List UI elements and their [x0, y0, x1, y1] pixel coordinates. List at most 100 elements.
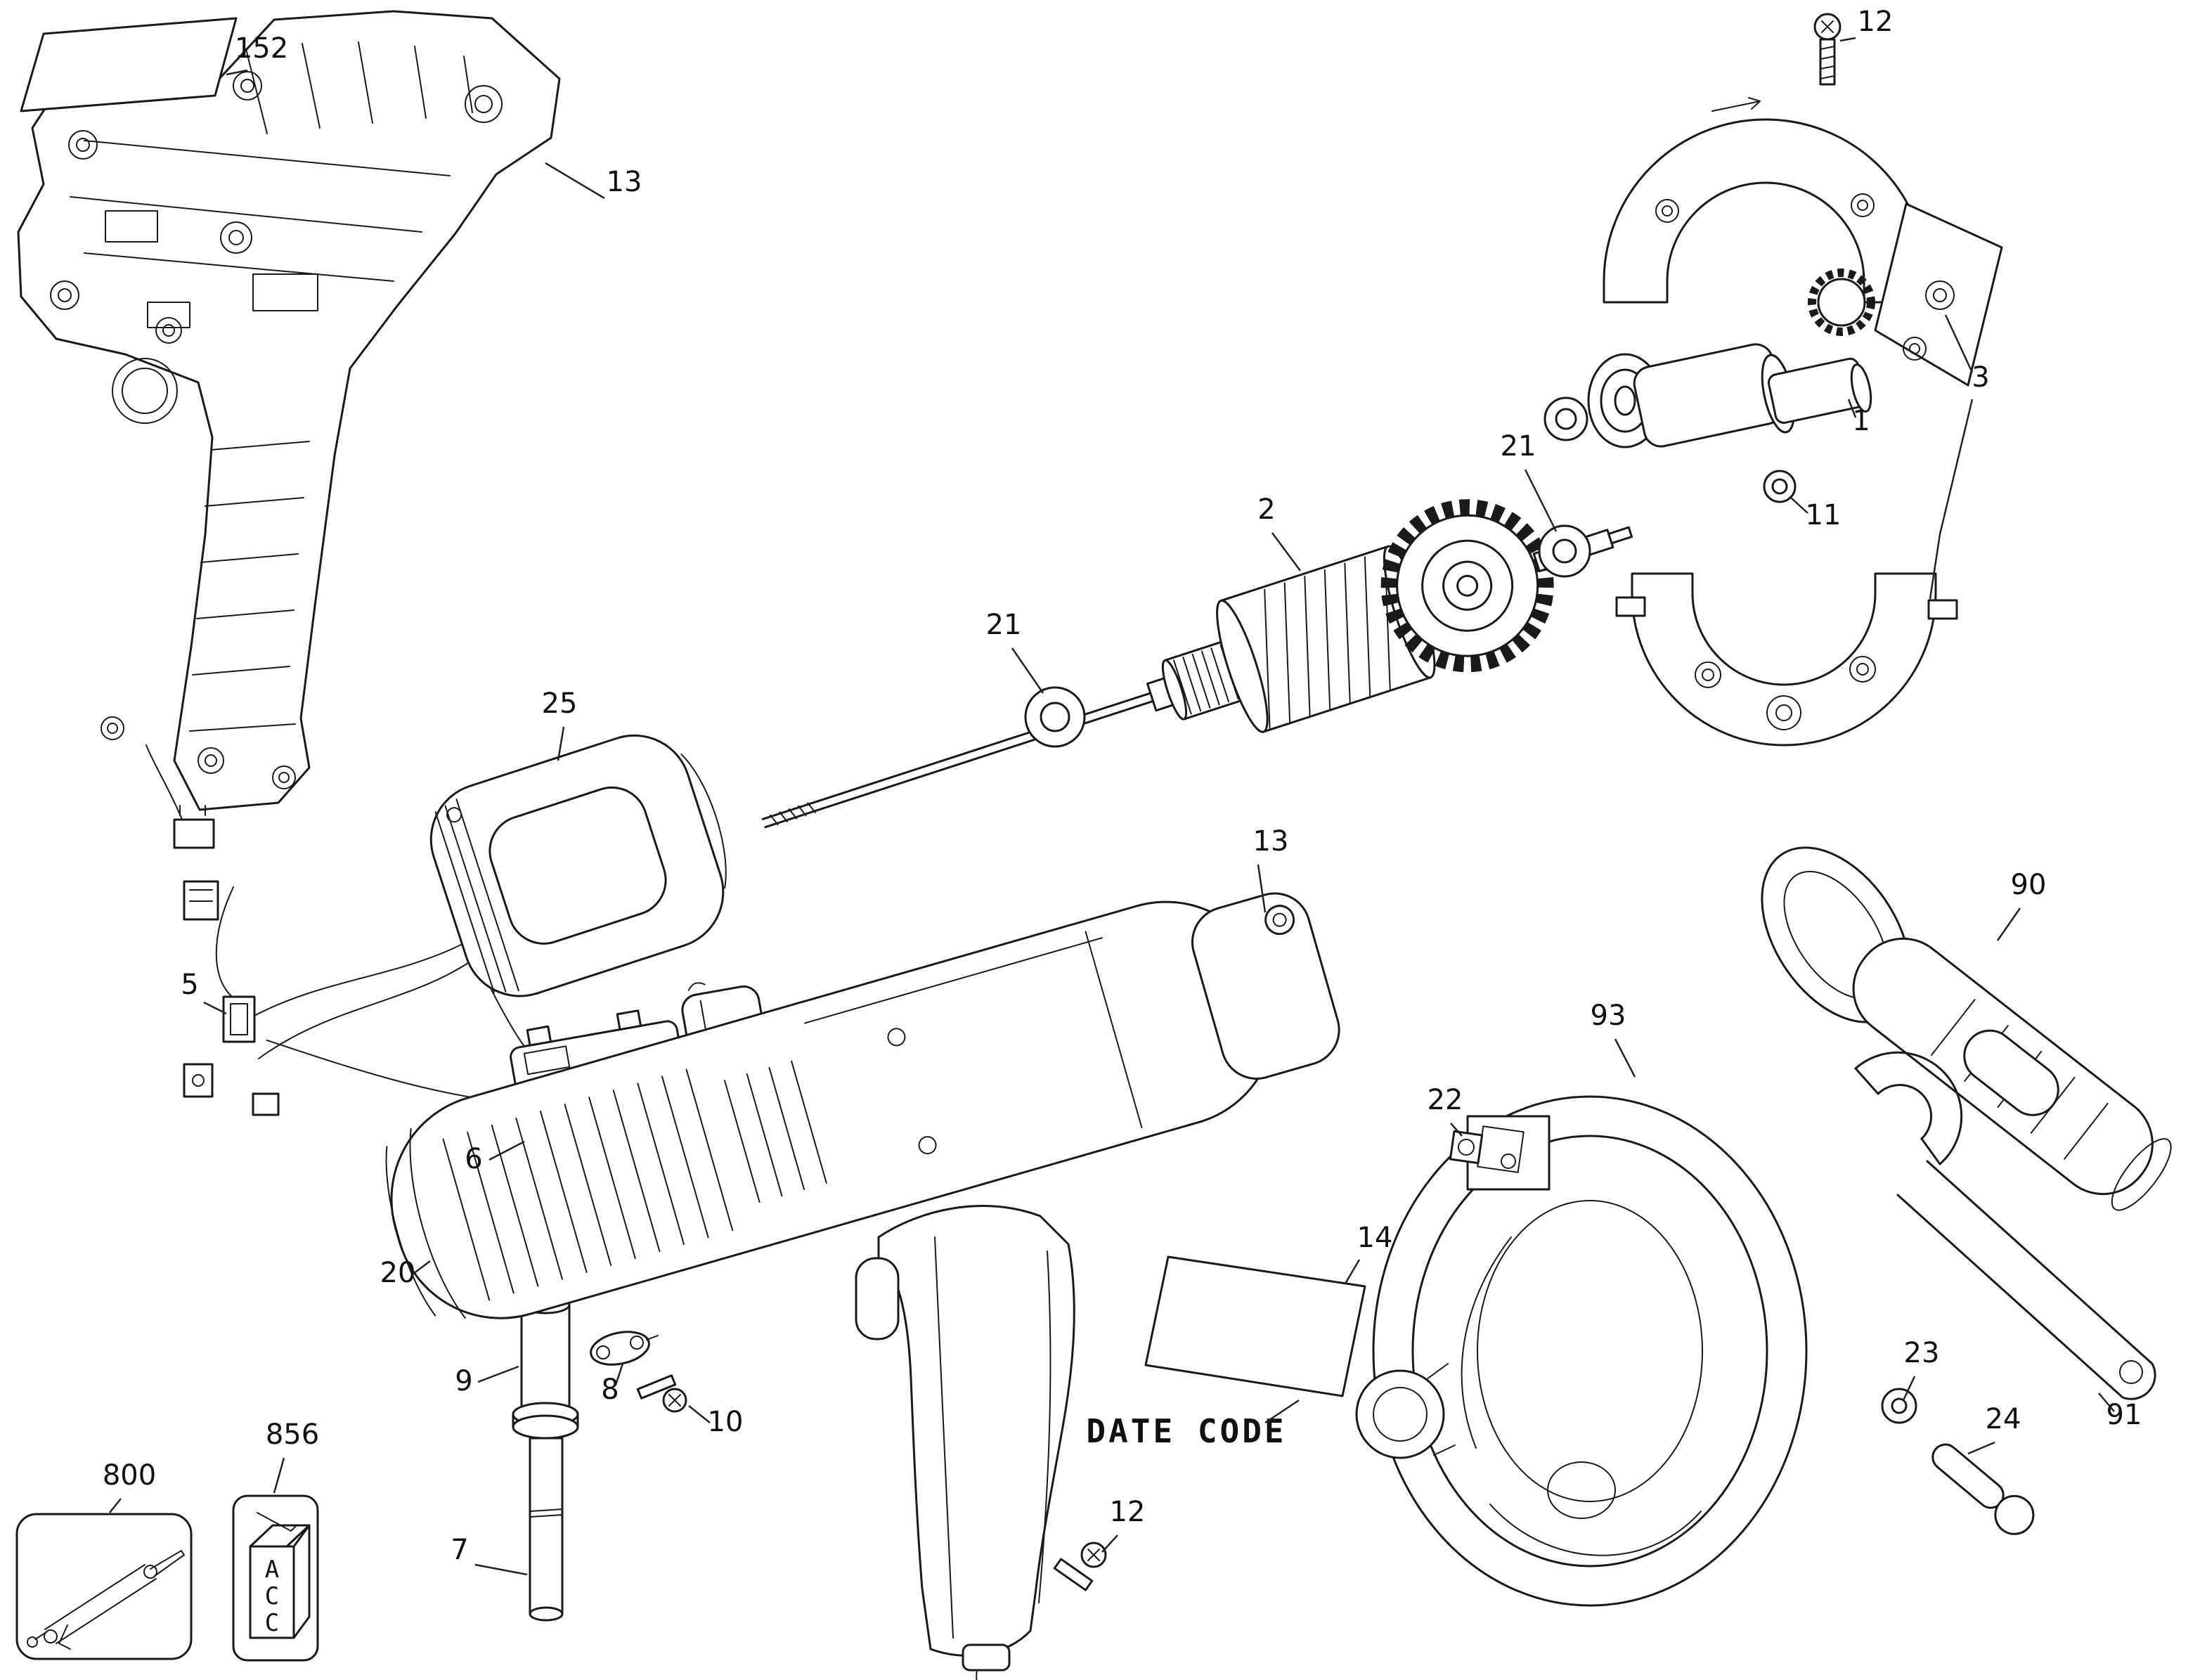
callout-leader-3	[1929, 399, 1974, 600]
callout-label-800: 800	[103, 1459, 156, 1492]
motor-housing-assembled-13	[385, 892, 1340, 1680]
callout-label-8: 8	[601, 1374, 619, 1406]
grease-kit-800	[15, 1513, 193, 1660]
cord-boot	[962, 1643, 1011, 1672]
callout-leader-13	[1257, 864, 1267, 913]
callout-label-20: 20	[380, 1257, 416, 1289]
callout-label-12: 12	[1858, 6, 1894, 38]
pin-24	[1931, 1443, 2035, 1535]
rear-cap	[1191, 892, 1340, 1080]
callout-leader-3	[1944, 314, 1974, 373]
shaft-threads	[769, 802, 816, 826]
callout-leader-24	[1967, 1441, 1995, 1455]
date-code-text: DATE CODE	[1086, 1412, 1286, 1450]
vent-grille	[442, 1060, 827, 1301]
callout-leader-90	[1996, 907, 2021, 941]
washer-11	[1763, 470, 1797, 503]
callout-label-90: 90	[2011, 869, 2047, 901]
direction-arrow	[1711, 97, 1761, 112]
callout-leader-13	[545, 162, 605, 200]
marker-pen	[257, 1512, 297, 1532]
callout-label-91: 91	[2106, 1399, 2142, 1431]
callout-leader-2	[1271, 532, 1302, 571]
callout-label-11: 11	[1806, 499, 1842, 531]
callout-label-9: 9	[455, 1365, 472, 1397]
clamp-nut-22	[1449, 1130, 1484, 1165]
callout-leader-10	[688, 1405, 711, 1423]
callout-label-24: 24	[1986, 1403, 2021, 1435]
callout-label-14: 14	[1357, 1222, 1393, 1254]
housing-ribs	[70, 41, 473, 732]
guard-spout	[1355, 1369, 1445, 1459]
callout-leader-8	[614, 1363, 624, 1385]
callout-label-21: 21	[986, 609, 1022, 641]
callout-leader-21	[1011, 647, 1044, 694]
callout-leader-11	[1790, 497, 1808, 514]
screw-12-bottom	[1053, 1542, 1107, 1591]
callout-label-2: 2	[1257, 493, 1275, 526]
wrench-91	[1854, 1051, 2156, 1400]
callout-leader-20	[413, 1260, 431, 1274]
callout-label-22: 22	[1428, 1084, 1463, 1116]
clamp-link-8	[590, 1331, 659, 1366]
guard-93	[1355, 1095, 1808, 1607]
date-code-leader	[1264, 1399, 1300, 1424]
callout-label-93: 93	[1591, 1000, 1626, 1032]
handle-grip-badge	[1963, 1029, 2059, 1116]
acc-letter-3: C	[265, 1609, 279, 1637]
spindle-assembly-1	[1543, 343, 1872, 448]
callout-label-25: 25	[542, 687, 578, 720]
callout-label-856: 856	[266, 1419, 319, 1451]
callout-leader-5	[203, 1001, 227, 1015]
callout-leader-12	[1101, 1534, 1118, 1553]
ring-gear-teeth	[1808, 269, 1875, 336]
lower-shaft-7	[529, 1437, 564, 1622]
core-laminations	[1264, 550, 1391, 730]
callout-leader-23	[1902, 1376, 1916, 1401]
callout-leader-12	[1839, 37, 1856, 42]
callout-label-12: 12	[1110, 1496, 1146, 1528]
callout-label-10: 10	[708, 1406, 744, 1438]
callout-leader-800	[109, 1498, 122, 1513]
callout-label-1: 1	[1852, 405, 1870, 437]
bearing-21-left	[1024, 686, 1086, 748]
callout-leader-9	[477, 1365, 519, 1383]
gear-case-lower	[1615, 572, 1958, 747]
armature-2	[761, 499, 1633, 829]
accessory-box-856: A C C	[232, 1494, 319, 1662]
callout-label-21: 21	[1501, 430, 1536, 463]
callout-label-6: 6	[465, 1143, 482, 1175]
callout-label-5: 5	[181, 969, 198, 1001]
screw-12-top	[1813, 13, 1842, 86]
callout-leader-22	[1450, 1123, 1463, 1137]
acc-letter-1: A	[265, 1556, 279, 1584]
callout-label-13: 13	[1253, 825, 1289, 858]
callout-label-3: 3	[1972, 361, 1989, 394]
field-coil-25	[429, 734, 727, 997]
callout-leader-7	[474, 1563, 528, 1576]
handle-grip	[877, 1205, 1075, 1657]
callout-leader-856	[273, 1457, 285, 1494]
acc-letter-2: C	[265, 1582, 279, 1610]
callout-label-13: 13	[607, 166, 642, 198]
housing-bosses	[50, 71, 503, 789]
callout-leader-14	[1344, 1259, 1361, 1284]
callout-leader-1	[1847, 399, 1857, 418]
motor-housing-half	[17, 10, 561, 811]
callout-leader-25	[557, 726, 565, 761]
trigger	[855, 1257, 900, 1340]
label-plate-14	[1144, 1255, 1366, 1397]
callout-leader-6	[488, 1140, 525, 1161]
screw-10	[636, 1374, 687, 1413]
callout-leader-91	[2098, 1393, 2115, 1412]
callout-label-7: 7	[451, 1534, 468, 1566]
callout-label-152: 152	[235, 32, 288, 65]
nameplate-152	[20, 17, 238, 112]
brush-assembly-5	[173, 805, 280, 1116]
callout-leader-152	[226, 69, 248, 76]
callout-leader-93	[1614, 1038, 1636, 1078]
callout-leader-21	[1524, 469, 1558, 532]
bearing-21-right	[1538, 524, 1591, 578]
